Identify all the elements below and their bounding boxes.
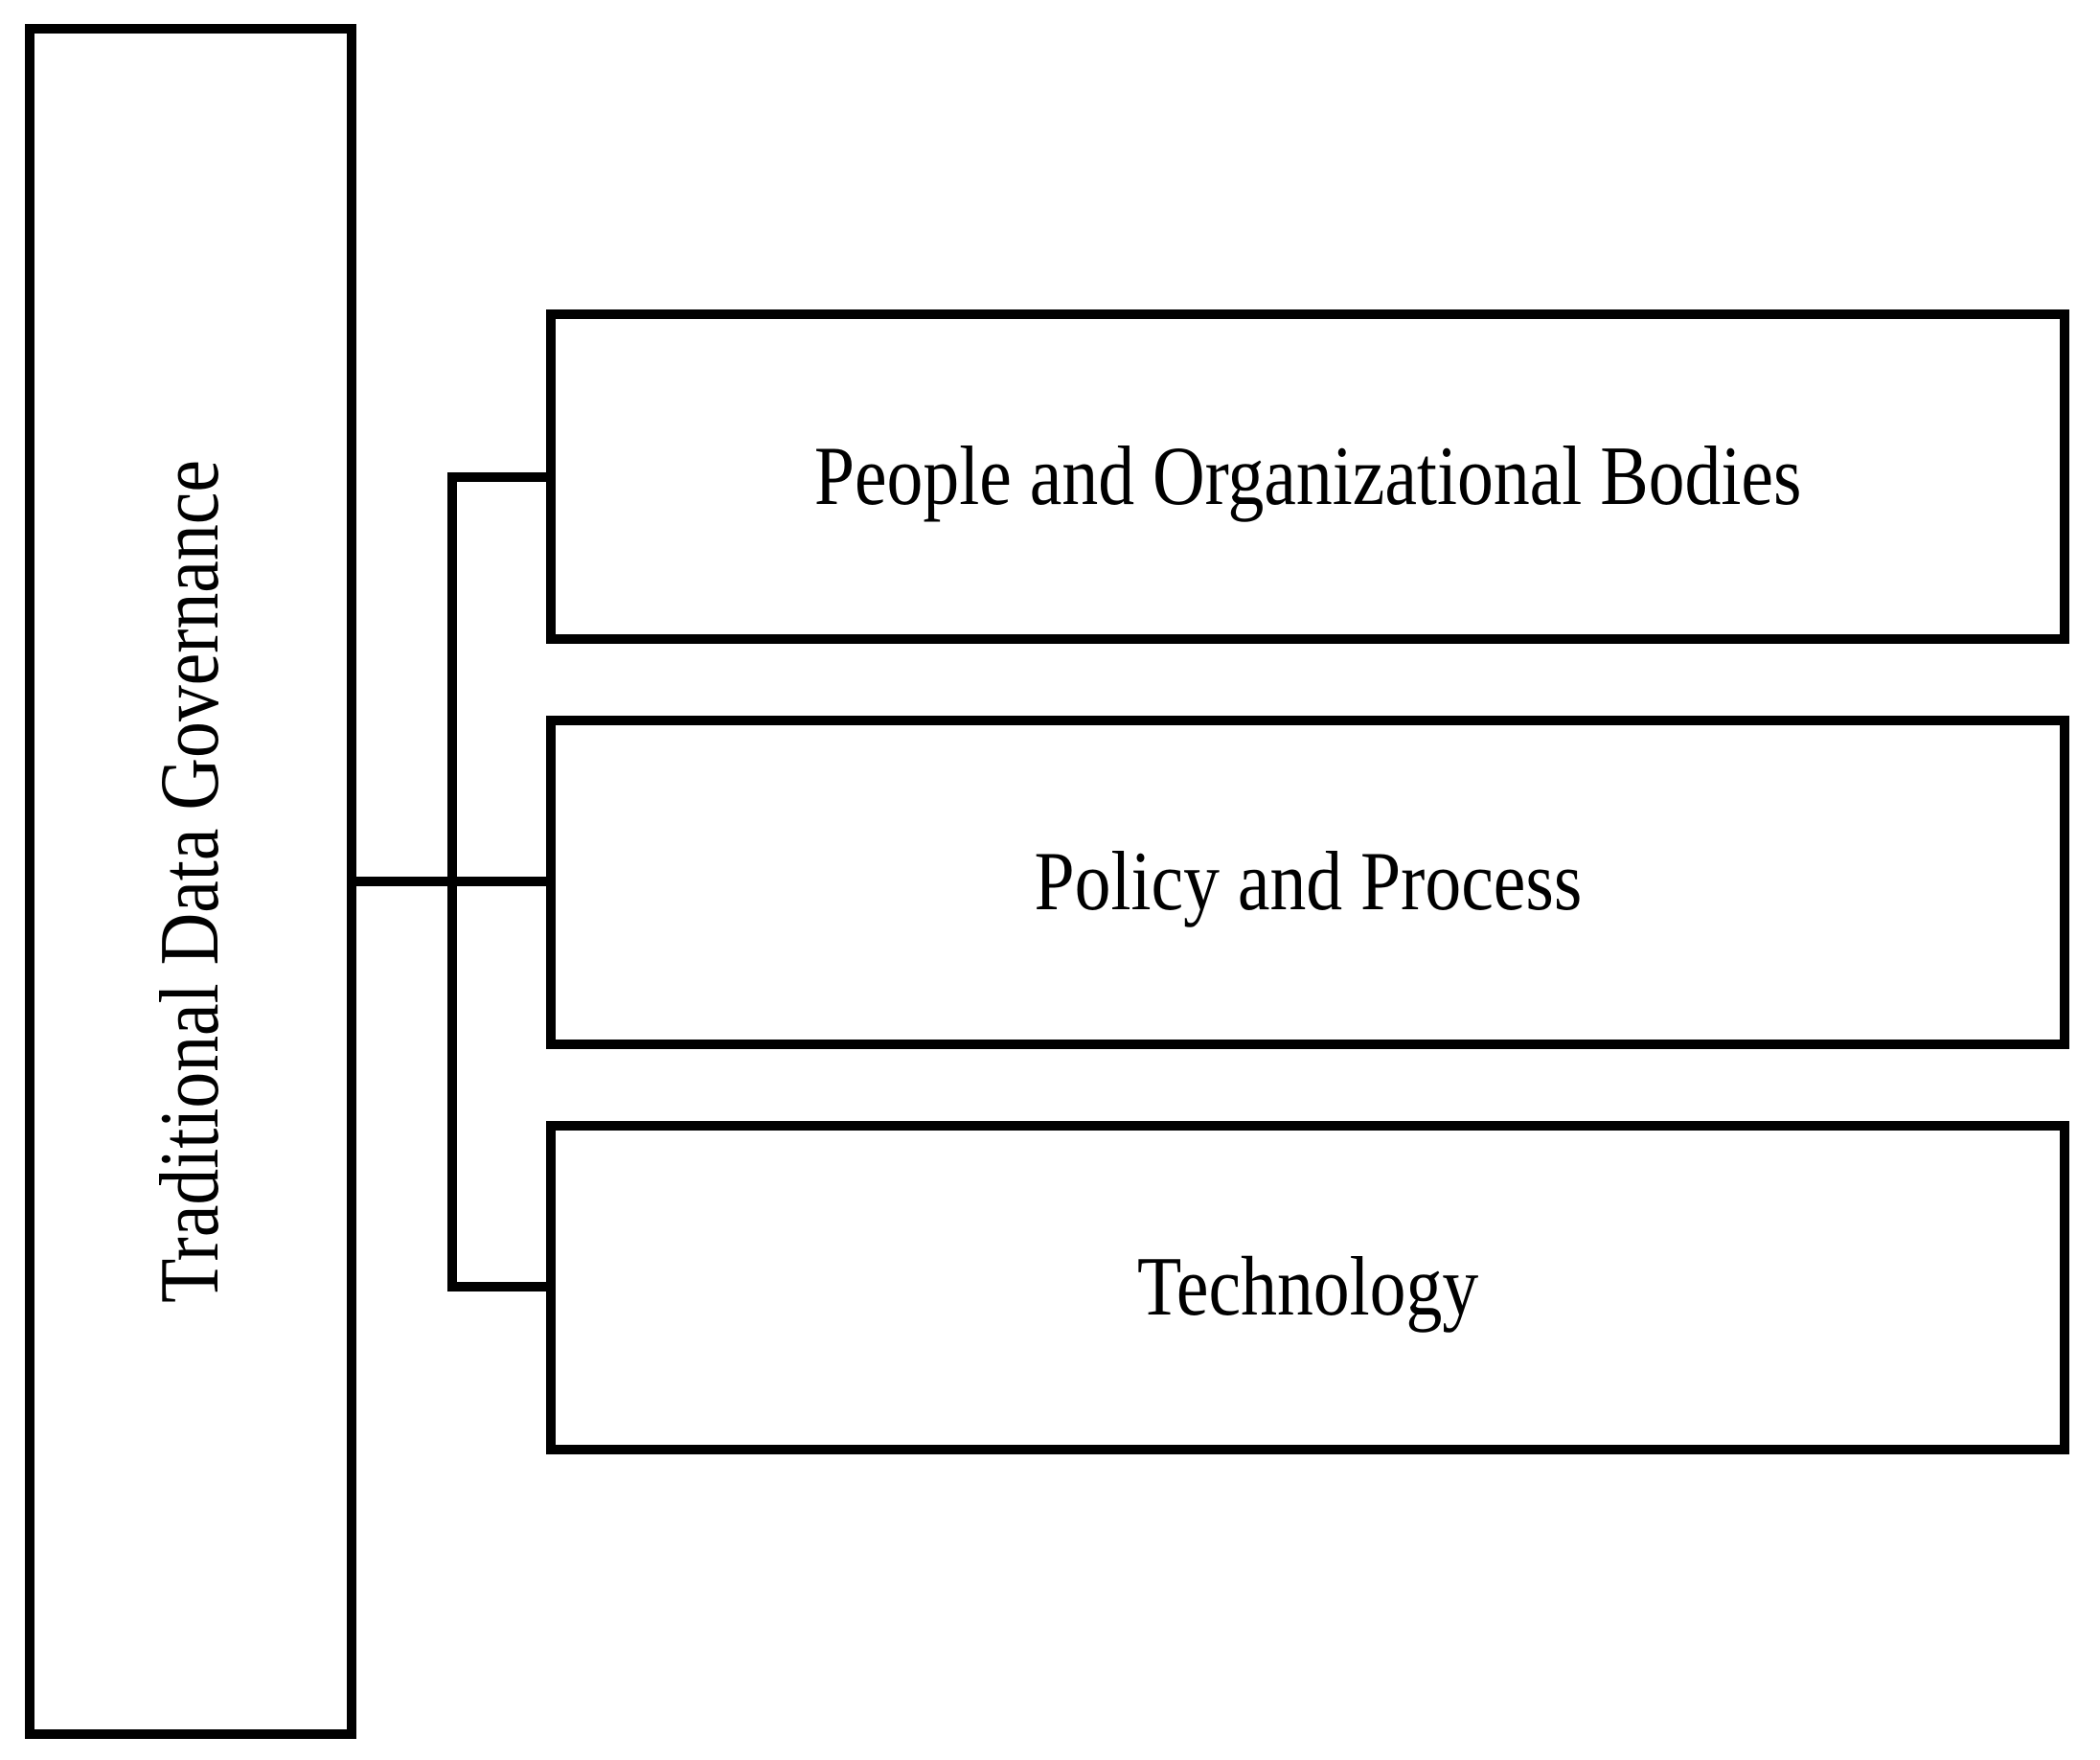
- node-policy-and-process-label: Policy and Process: [1034, 835, 1582, 928]
- node-people-and-organizational-bodies: People and Organizational Bodies: [546, 309, 2069, 644]
- node-technology-label: Technology: [1136, 1241, 1479, 1334]
- connector-people-branch-line: [456, 472, 546, 482]
- node-policy-and-process: Policy and Process: [546, 716, 2069, 1049]
- node-technology: Technology: [546, 1121, 2069, 1454]
- node-traditional-data-governance-label: Traditional Data Governance: [144, 460, 237, 1303]
- connector-root-to-policy-line: [356, 877, 546, 886]
- node-traditional-data-governance: Traditional Data Governance: [25, 24, 356, 1739]
- node-people-and-organizational-bodies-label: People and Organizational Bodies: [813, 429, 1802, 523]
- connector-technology-branch-line: [456, 1282, 546, 1291]
